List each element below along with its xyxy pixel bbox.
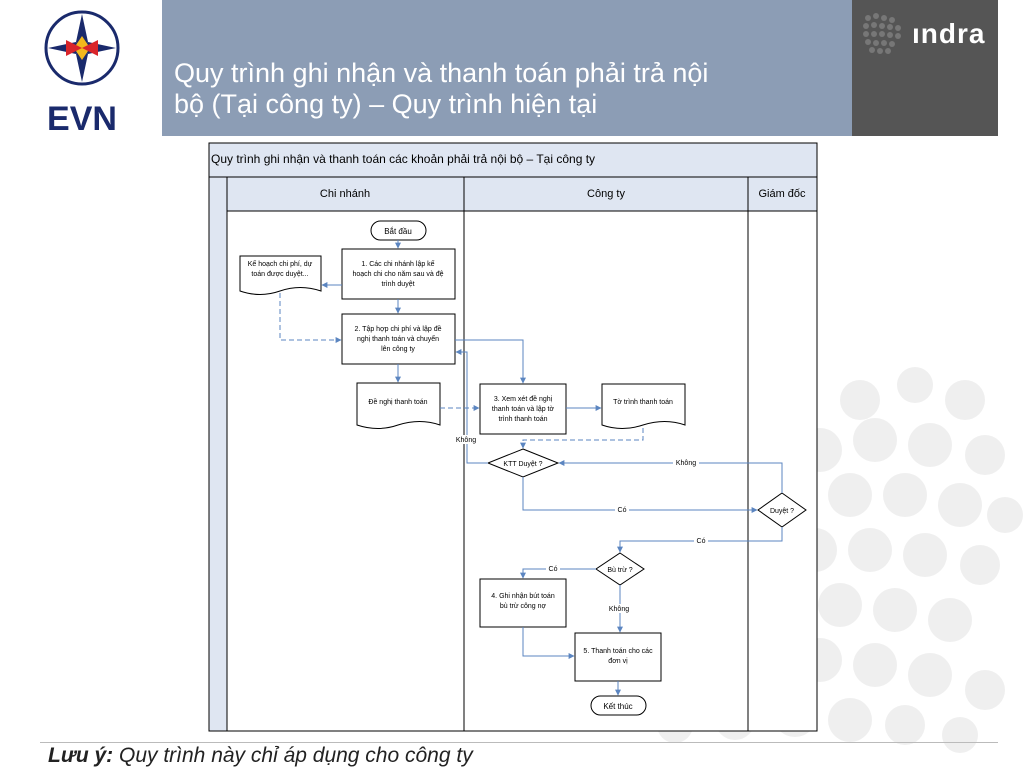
step5-line1: 5. Thanh toán cho các	[583, 648, 653, 655]
step4-line2: bù trừ công nợ	[500, 603, 547, 610]
indra-dots-icon	[863, 13, 901, 54]
step1-line3: trình duyệt	[381, 281, 414, 288]
ktt-decision-label: KTT Duyệt ?	[503, 461, 542, 468]
step2-line3: lên công ty	[381, 346, 415, 353]
step5-line2: đơn vị	[608, 658, 628, 665]
label-yes-director: Có	[697, 538, 706, 545]
step3-line1: 3. Xem xét đề nghị	[494, 394, 553, 403]
start-label: Bắt đầu	[384, 227, 412, 236]
label-no-ktt: Không	[456, 437, 476, 444]
diagram-title: Quy trình ghi nhận và thanh toán các kho…	[211, 152, 595, 166]
diagram-title-bar	[208, 142, 818, 178]
footer-note: Lưu ý: Quy trình này chỉ áp dụng cho côn…	[48, 744, 473, 768]
step4-line1: 4. Ghi nhận bút toán	[491, 593, 555, 600]
page-title-line1: Quy trình ghi nhận và thanh toán phải tr…	[174, 58, 709, 88]
step2-line2: nghị thanh toán và chuyển	[357, 335, 439, 343]
connector	[455, 349, 488, 464]
indra-logo-text: ındra	[912, 18, 986, 49]
lane-header-company	[463, 176, 749, 212]
end-label: Kết thúc	[603, 702, 632, 711]
label-yes-offset: Có	[549, 566, 558, 573]
connector	[520, 568, 596, 579]
lane-header-branch	[226, 176, 465, 212]
lane-label-branch: Chi nhánh	[320, 188, 370, 200]
step3-box	[479, 383, 567, 435]
lane-header-director	[747, 176, 818, 212]
connector	[520, 428, 644, 449]
step2-line1: 2. Tập hợp chi phí và lập đề	[355, 324, 442, 333]
connector	[558, 460, 783, 493]
connector	[522, 627, 575, 659]
offset-decision-label: Bù trừ ?	[607, 567, 632, 574]
end-node	[590, 695, 647, 716]
evn-logo: EVN	[0, 0, 162, 138]
evn-logo-text: EVN	[47, 100, 117, 136]
evn-emblem-icon: EVN	[44, 10, 120, 138]
indra-logo: ındra	[852, 0, 998, 136]
step1-line1: 1. Các chi nhánh lập kế	[361, 259, 434, 268]
plan-doc-line1: Kế hoạch chi phí, dự	[248, 259, 313, 268]
director-decision-label: Duyệt ?	[770, 508, 794, 515]
note-text: Quy trình này chỉ áp dụng cho công ty	[113, 744, 473, 767]
page-title-line2: bộ (Tại công ty) – Quy trình hiện tại	[174, 89, 598, 119]
step5-box	[574, 632, 662, 682]
plan-document	[239, 255, 322, 295]
note-label: Lưu ý:	[48, 744, 114, 767]
step3-line3: trình thanh toán	[498, 416, 547, 423]
lane-gutter	[208, 176, 228, 732]
page-title: Quy trình ghi nhận và thanh toán phải tr…	[174, 58, 834, 120]
submission-document	[601, 383, 686, 429]
step4-box	[479, 578, 567, 628]
lane-label-company: Công ty	[587, 188, 625, 200]
label-no-director: Không	[676, 460, 696, 467]
step1-box	[341, 248, 456, 300]
header: EVN Quy trình ghi nhận và thanh toán phả…	[0, 0, 1024, 138]
lane-label-director: Giám đốc	[758, 188, 806, 200]
label-yes-ktt: Có	[618, 507, 627, 514]
request-document	[356, 382, 441, 429]
connector	[522, 477, 758, 513]
step3-line2: thanh toán và lập tờ	[492, 406, 555, 413]
step1-line2: hoạch chi cho năm sau và đệ	[352, 271, 443, 278]
submission-doc-label: Tờ trình thanh toán	[613, 399, 673, 406]
plan-doc-line2: toán được duyệt...	[251, 271, 308, 278]
diagram-frame	[208, 142, 818, 732]
request-doc-label: Đề nghị thanh toán	[368, 397, 427, 406]
step2-box	[341, 313, 456, 365]
label-no-offset: Không	[609, 606, 629, 613]
footer-divider	[40, 742, 998, 743]
connector	[455, 339, 526, 384]
title-bar: Quy trình ghi nhận và thanh toán phải tr…	[162, 0, 852, 136]
